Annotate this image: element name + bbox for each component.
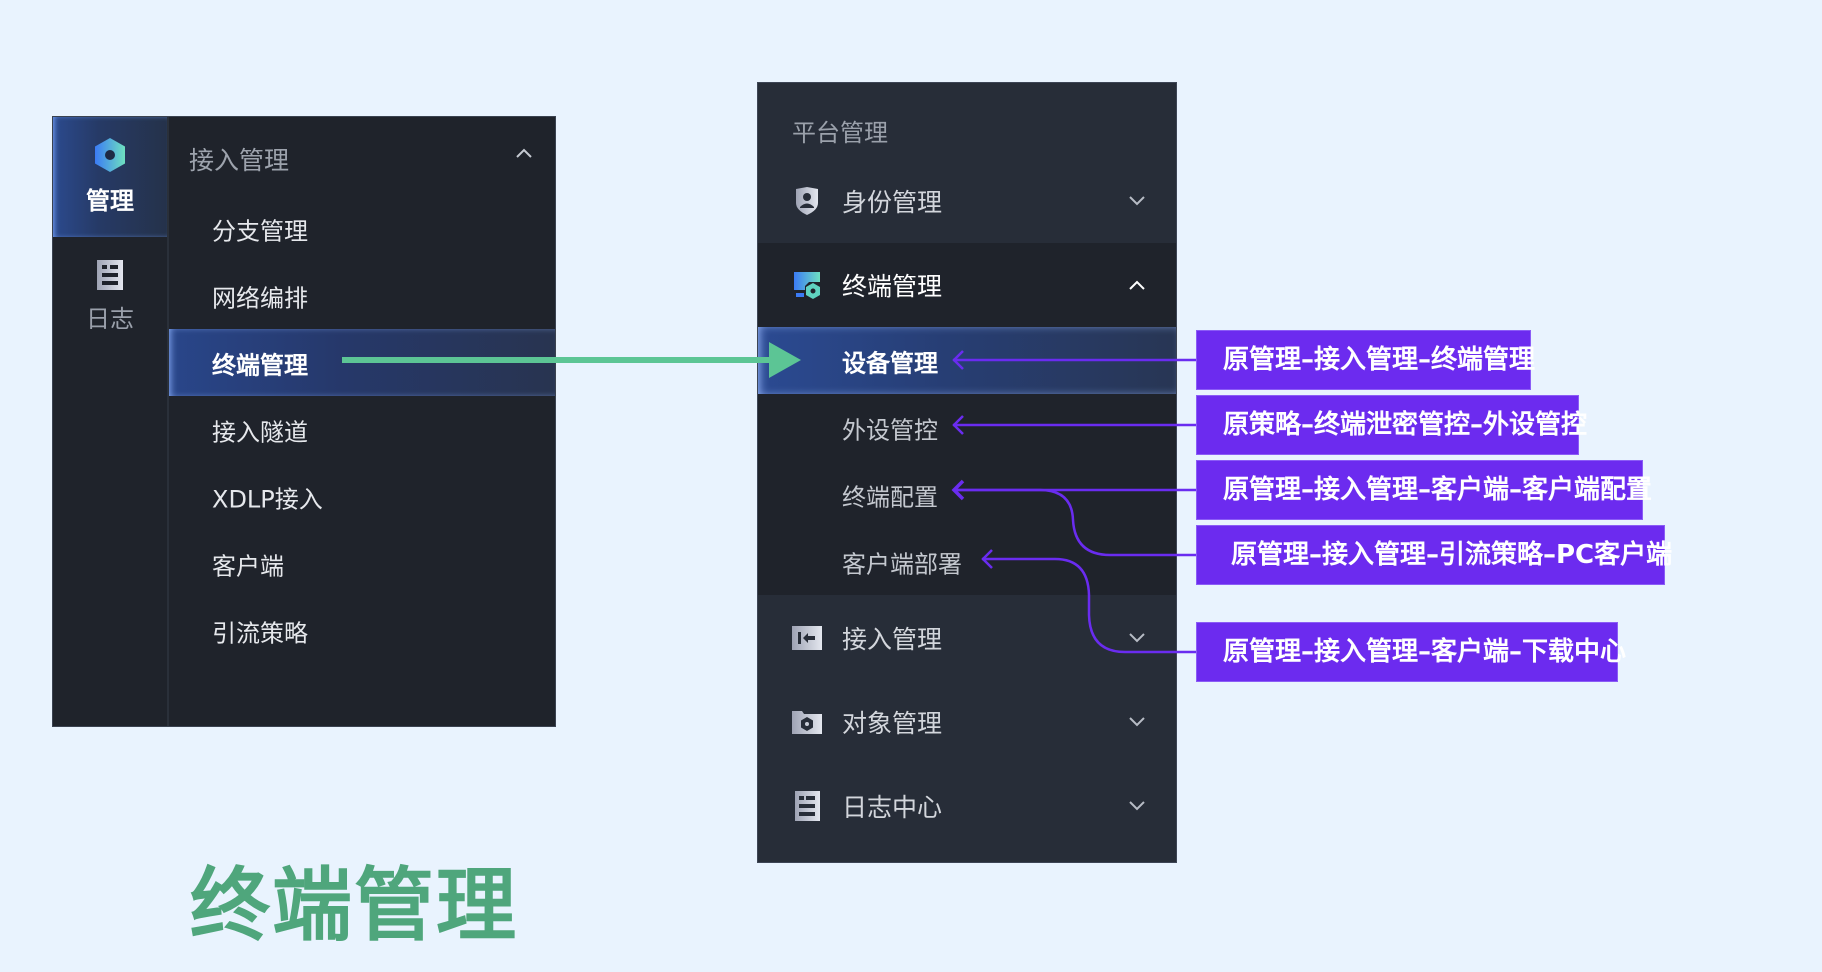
submenu-item-traffic-policy[interactable]: 引流策略 — [169, 597, 555, 664]
annotation-box-4: 原管理–接入管理–引流策略–PC客户端 — [1196, 525, 1672, 585]
menu-label: 日志中心 — [842, 793, 943, 822]
annotation-box-3: 原管理–接入管理–客户端–客户端配置 — [1196, 460, 1652, 520]
submenu-header[interactable]: 接入管理 — [189, 146, 290, 175]
menu-child-peripheral[interactable]: 外设管控 — [758, 394, 1176, 461]
submenu-item-label: 引流策略 — [212, 619, 308, 647]
rail-item-management[interactable]: 管理 — [53, 117, 167, 237]
submenu-item-label: XDLP接入 — [212, 485, 323, 513]
page-title: 终端管理 — [190, 859, 518, 952]
submenu-item-label: 网络编排 — [212, 284, 308, 312]
menu-log-center[interactable]: 日志中心 — [758, 764, 1176, 848]
user-shield-icon — [796, 187, 818, 215]
menu-label: 身份管理 — [842, 188, 943, 217]
menu-label: 接入管理 — [842, 625, 943, 654]
menu-identity[interactable]: 身份管理 — [758, 159, 1176, 243]
access-icon — [792, 626, 822, 650]
submenu-item-network[interactable]: 网络编排 — [169, 262, 555, 329]
old-navigation-panel: 管理 日志 接入管理 分支管理 网络编排 终端管理 接入隧道 XDLP接入 客户… — [52, 116, 556, 727]
rail-item-log[interactable]: 日志 — [53, 237, 167, 347]
menu-object[interactable]: 对象管理 — [758, 680, 1176, 764]
submenu-item-label: 客户端 — [212, 552, 284, 580]
menu-child-label: 客户端部署 — [842, 550, 962, 578]
terminal-device-icon — [794, 272, 820, 299]
chevron-down-icon[interactable] — [1128, 632, 1146, 644]
annotation-box-2: 原策略–终端泄密管控–外设管控 — [1196, 395, 1587, 455]
menu-label: 对象管理 — [842, 709, 943, 738]
hexagon-icon — [95, 138, 125, 172]
new-navigation-panel: 平台管理 身份管理 终端管理 设备管理 外设管控 终端配置 客户端部署 — [757, 82, 1177, 863]
submenu-item-tunnel[interactable]: 接入隧道 — [169, 396, 555, 463]
menu-child-label: 外设管控 — [842, 416, 938, 444]
terminal-section: 终端管理 设备管理 外设管控 终端配置 客户端部署 — [758, 243, 1176, 595]
submenu: 接入管理 分支管理 网络编排 终端管理 接入隧道 XDLP接入 客户端 引流策略 — [169, 117, 555, 726]
annotation-box-5: 原管理–接入管理–客户端–下载中心 — [1196, 622, 1626, 682]
submenu-item-branch[interactable]: 分支管理 — [169, 195, 555, 262]
submenu-item-label: 接入隧道 — [212, 418, 308, 446]
chevron-up-icon[interactable] — [515, 147, 533, 159]
menu-child-terminal-config[interactable]: 终端配置 — [758, 461, 1176, 528]
menu-child-device[interactable]: 设备管理 — [758, 327, 1176, 394]
icon-rail: 管理 日志 — [53, 117, 169, 726]
menu-label: 终端管理 — [842, 272, 943, 301]
submenu-item-label: 分支管理 — [212, 217, 308, 245]
menu-child-label: 终端配置 — [842, 483, 938, 511]
chevron-down-icon[interactable] — [1128, 800, 1146, 812]
chevron-down-icon[interactable] — [1128, 195, 1146, 207]
group-title: 平台管理 — [792, 119, 888, 147]
rail-label-management: 管理 — [86, 187, 134, 215]
submenu-item-label: 终端管理 — [212, 351, 308, 379]
rail-label-log: 日志 — [86, 305, 134, 333]
submenu-item-client[interactable]: 客户端 — [169, 530, 555, 597]
submenu-item-terminal[interactable]: 终端管理 — [169, 329, 555, 396]
menu-child-client-deploy[interactable]: 客户端部署 — [758, 528, 1176, 595]
submenu-item-xdlp[interactable]: XDLP接入 — [169, 463, 555, 530]
menu-access[interactable]: 接入管理 — [758, 596, 1176, 680]
annotation-box-1: 原管理–接入管理–终端管理 — [1196, 330, 1535, 390]
menu-terminal[interactable]: 终端管理 — [758, 243, 1176, 327]
chevron-down-icon[interactable] — [1128, 716, 1146, 728]
chevron-up-icon[interactable] — [1128, 279, 1146, 291]
object-icon — [792, 711, 822, 734]
menu-child-label: 设备管理 — [842, 349, 938, 377]
log-icon — [97, 260, 123, 290]
log-icon — [795, 791, 820, 821]
